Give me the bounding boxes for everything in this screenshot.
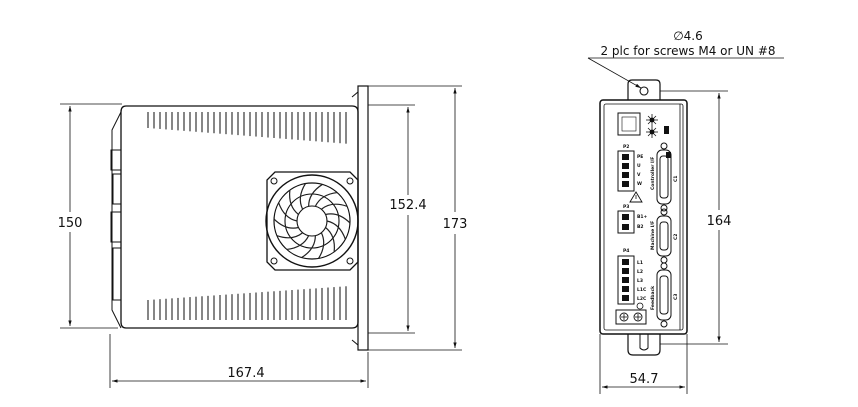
- front-display: [617, 112, 641, 136]
- hole-note: ∅4.6 2 plc for screws M4 or UN #8: [587, 29, 784, 89]
- connector-c3: [656, 262, 672, 328]
- dim-164: 164: [660, 90, 732, 345]
- side-view: [110, 85, 369, 351]
- ground-terminal: [615, 309, 647, 325]
- dim-152-4: 152.4: [368, 104, 427, 334]
- dim-54-7-label: 54.7: [630, 372, 659, 387]
- dim-150-label: 150: [58, 216, 83, 231]
- label-c3: C3: [673, 294, 679, 300]
- side-connectors: [110, 111, 122, 329]
- label-c1: C1: [673, 176, 679, 182]
- label-l3: L3: [637, 278, 643, 284]
- label-b1: B1+: [637, 214, 648, 220]
- label-l2: L2: [637, 269, 643, 275]
- connector-p4: [617, 255, 635, 305]
- label-controller-if: Controller I/F: [650, 157, 656, 190]
- front-body-outline: [599, 99, 688, 335]
- dim-173: 173: [368, 85, 468, 351]
- label-l1c: L1C: [637, 287, 647, 293]
- label-feedback: Feedback: [650, 285, 656, 310]
- dim-167-4: 167.4: [109, 334, 369, 388]
- dim-164-label: 164: [707, 214, 732, 229]
- connector-p3: [617, 210, 635, 234]
- connector-c2: [656, 208, 672, 264]
- label-p3: P3: [623, 204, 629, 210]
- label-p2: P2: [623, 144, 629, 150]
- connector-c1: [656, 142, 672, 212]
- label-w: W: [637, 181, 642, 187]
- label-v: V: [637, 172, 641, 178]
- dim-54-7: 54.7: [599, 334, 688, 394]
- dim-150: 150: [58, 103, 122, 329]
- label-pe: PE: [637, 154, 643, 160]
- dim-167-4-label: 167.4: [227, 366, 264, 381]
- connector-p2: [617, 150, 635, 192]
- warning-icon: [629, 191, 643, 203]
- dim-152-4-label: 152.4: [389, 198, 426, 213]
- note-screws: 2 plc for screws M4 or UN #8: [600, 44, 775, 58]
- mounting-plate: [357, 85, 369, 351]
- label-l1: L1: [637, 260, 643, 266]
- note-diameter: ∅4.6: [673, 29, 703, 43]
- dim-173-label: 173: [443, 217, 468, 232]
- led-indicator-icon: [646, 114, 658, 138]
- fan: [265, 171, 359, 271]
- label-b2: B2: [637, 224, 644, 230]
- front-view: P2 PE U V W P3 B1+ B2 P4 L1 L2 L3 L1C L2…: [599, 79, 688, 356]
- label-c2: C2: [673, 234, 679, 240]
- mounting-hole-top: [639, 86, 649, 96]
- label-machine-if: Machine I/F: [650, 221, 656, 250]
- side-fins-bottom: [147, 286, 347, 320]
- label-l2c: L2C: [637, 296, 647, 302]
- label-p4: P4: [623, 248, 629, 254]
- side-body-outline: [120, 105, 359, 329]
- ground-icon: [636, 302, 644, 310]
- label-u: U: [637, 163, 641, 169]
- side-fins-top: [147, 112, 347, 144]
